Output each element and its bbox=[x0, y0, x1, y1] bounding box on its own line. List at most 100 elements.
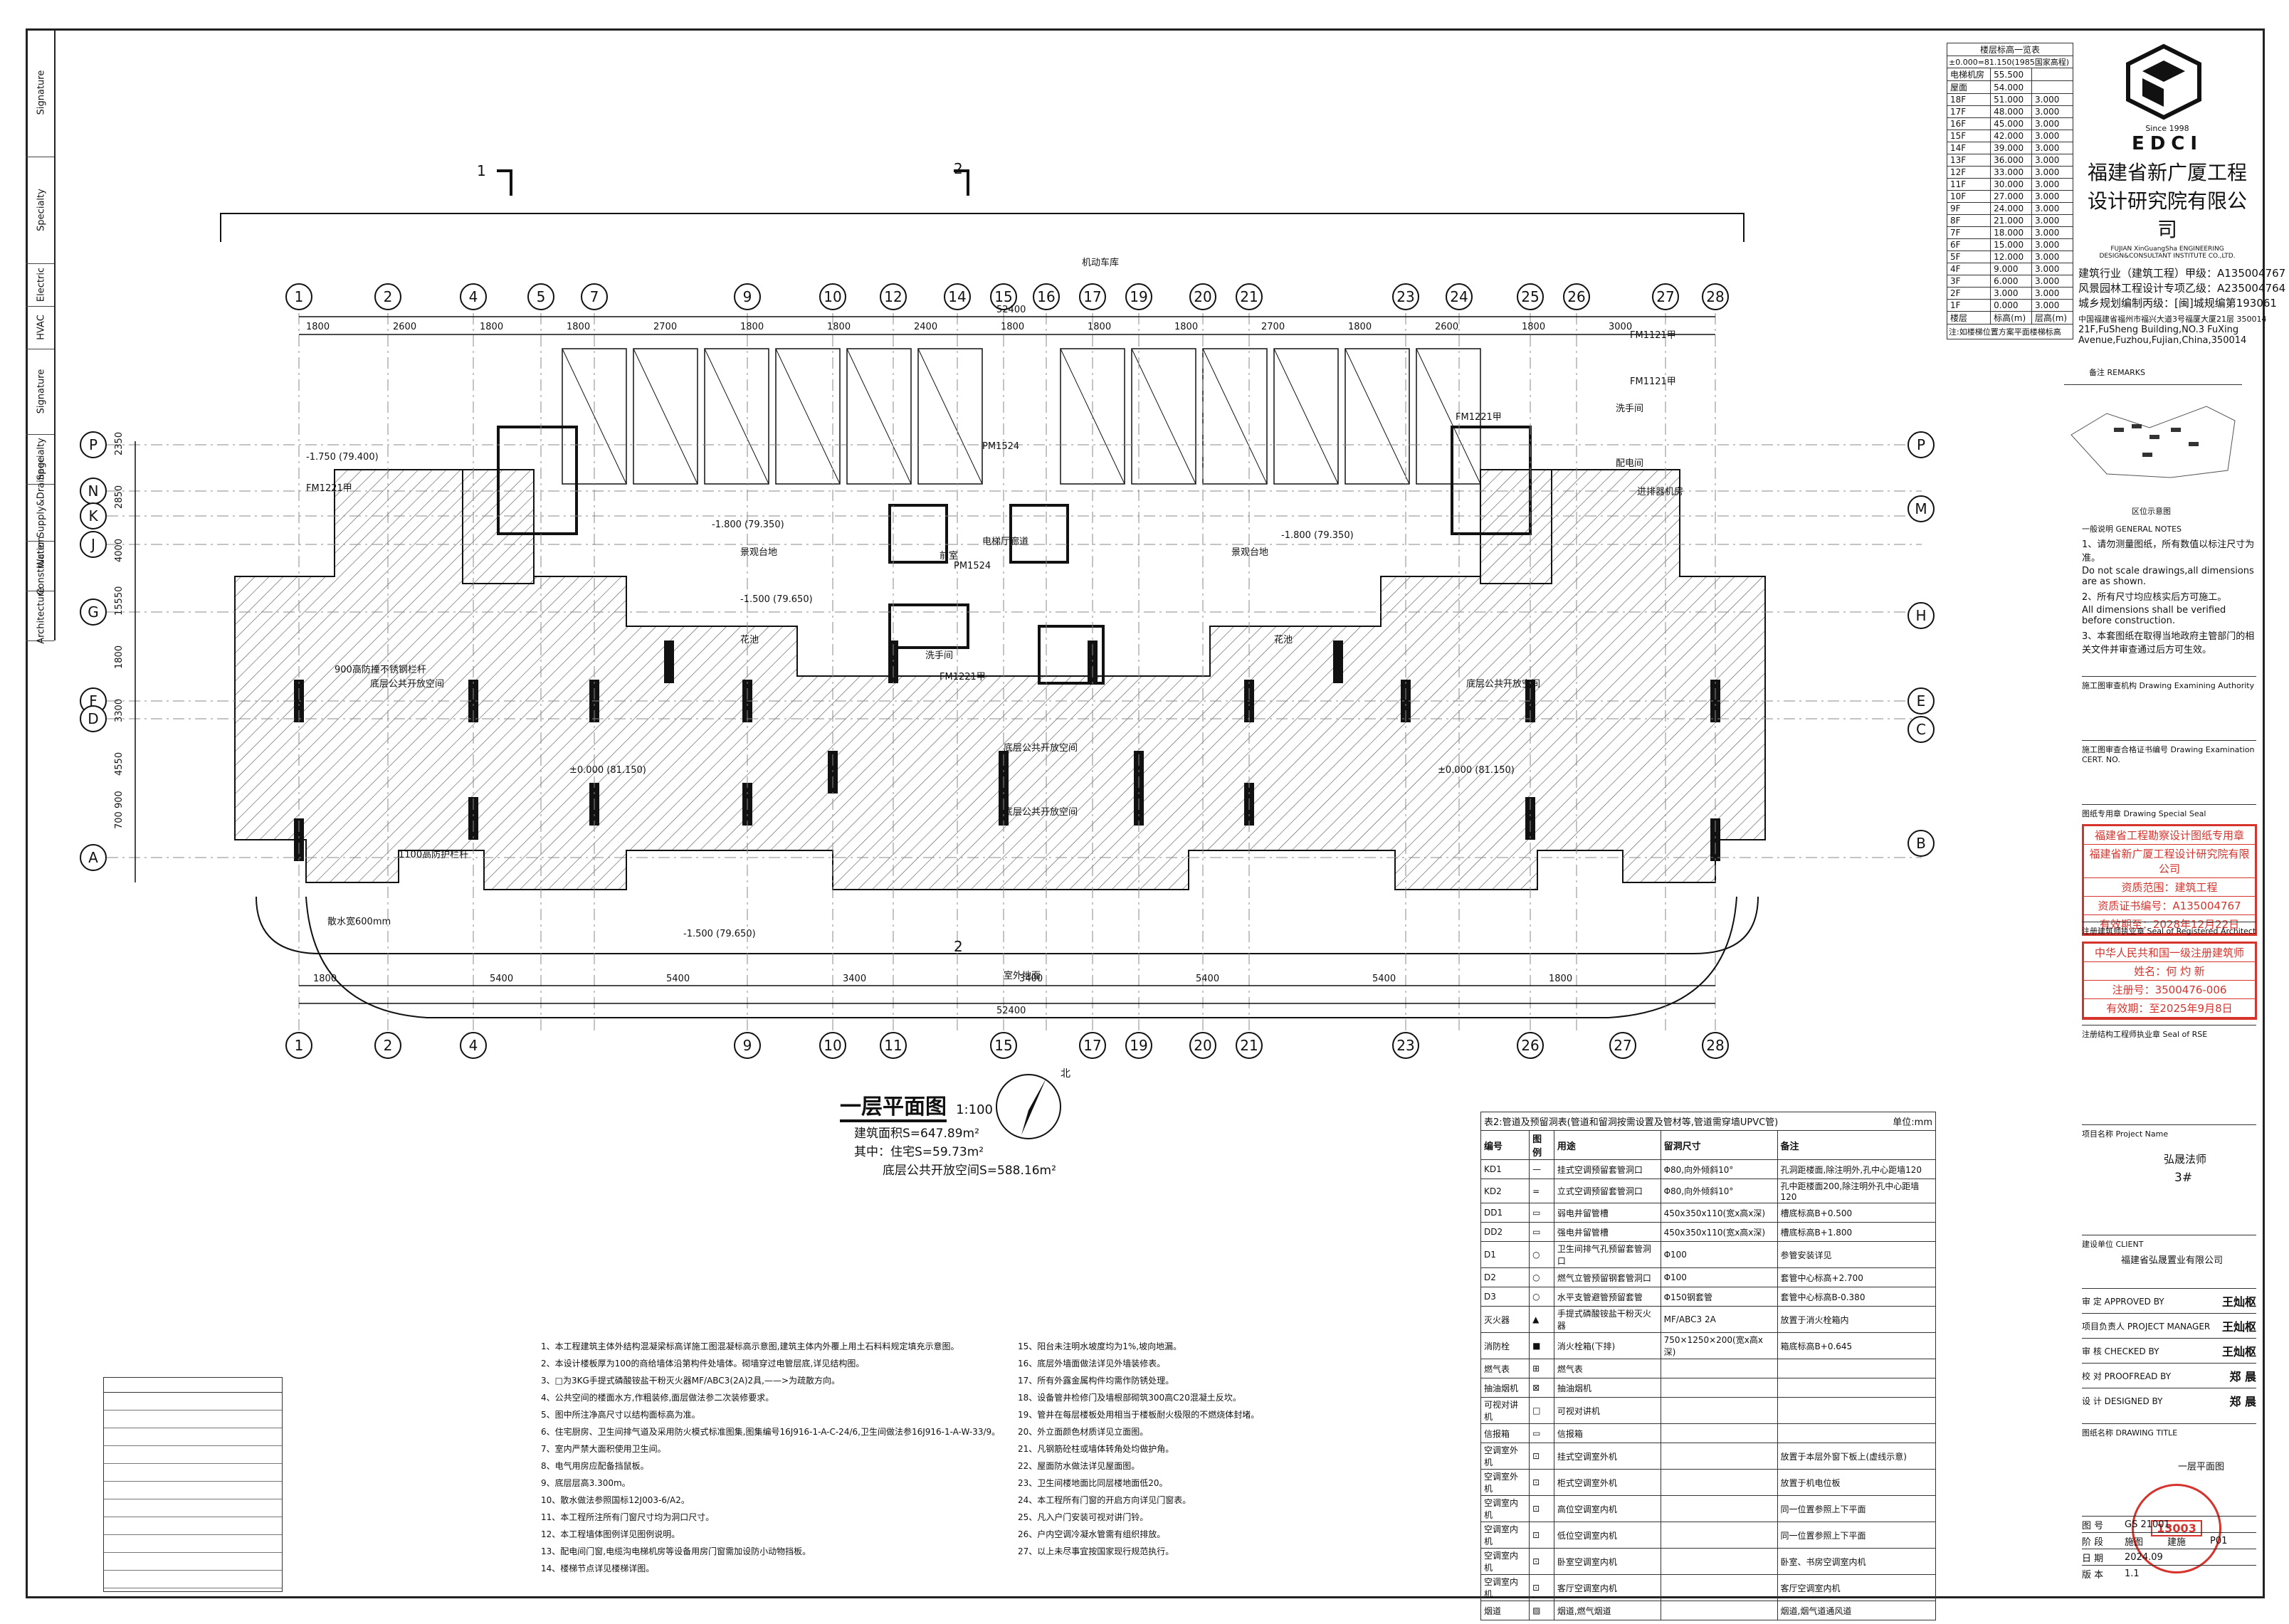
parking-bay bbox=[1060, 348, 1125, 485]
grid-label-16: 16 bbox=[1033, 283, 1060, 310]
project-name-label: 项目名称 Project Name bbox=[2082, 1124, 2256, 1139]
dim-top: 1800 bbox=[1522, 322, 1546, 332]
note-line: 3、□为3KG手提式磷酸铵盐干粉灭火器MF/ABC3(2A)2具,——>为疏散方… bbox=[541, 1376, 841, 1386]
company-since: Since 1998 bbox=[2145, 124, 2189, 133]
parking-bay bbox=[704, 348, 769, 485]
plan-label: ±0.000 (81.150) bbox=[569, 765, 646, 776]
column bbox=[1525, 797, 1535, 840]
client-label: 建设单位 CLIENT bbox=[2082, 1235, 2256, 1250]
client-name: 福建省弘晟置业有限公司 bbox=[2121, 1255, 2224, 1266]
plan-label: PM1524 bbox=[982, 441, 1020, 452]
grid-label-D: D bbox=[80, 705, 107, 732]
plan-label: 900高防撞不锈钢栏杆 bbox=[335, 665, 426, 675]
plan-label: ±0.000 (81.150) bbox=[1438, 765, 1515, 776]
grid-label-5: 5 bbox=[527, 283, 554, 310]
legend-title: 表2:管道及预留洞表(管道和留洞按需设置及管材等,管道需穿墙UPVC管) bbox=[1484, 1117, 1779, 1128]
building-no: 3# bbox=[2174, 1171, 2193, 1185]
plan-label: 景观台地 bbox=[1231, 547, 1269, 558]
general-note: Do not scale drawings,all dimensions are… bbox=[2082, 566, 2254, 587]
floor-plan bbox=[107, 169, 1922, 1032]
revision-row bbox=[104, 1392, 282, 1411]
seal-label: 图纸专用章 Drawing Special Seal bbox=[2082, 804, 2256, 819]
note-line: 23、卫生间楼地面比同层楼地面低20。 bbox=[1018, 1478, 1168, 1488]
parking-bay bbox=[775, 348, 841, 485]
plan-scale: 1:100 bbox=[956, 1102, 993, 1117]
revision-row bbox=[104, 1445, 282, 1464]
legend-row: 空调室外机⊡挂式空调室外机放置于本层外窗下板上(虚线示意) bbox=[1480, 1443, 1937, 1470]
dim-top: 1800 bbox=[306, 322, 330, 332]
revision-row bbox=[104, 1570, 282, 1588]
role-label: 审 定 APPROVED BY bbox=[2082, 1296, 2164, 1307]
plan-label: 机动车库 bbox=[1082, 258, 1120, 268]
dim-top: 3000 bbox=[1609, 322, 1633, 332]
dim-left: 2850 bbox=[114, 485, 125, 509]
legend-row: 可视对讲机□可视对讲机 bbox=[1480, 1397, 1937, 1424]
grid-label-bottom-26: 26 bbox=[1517, 1032, 1544, 1059]
plan-label: 洗手间 bbox=[1616, 404, 1644, 414]
parking-bay bbox=[1345, 348, 1410, 485]
note-line: 1、本工程建筑主体外结构混凝梁标高详施工图混凝标高示意图,建筑主体内外覆上用土石… bbox=[541, 1341, 959, 1351]
terrace-right bbox=[1480, 469, 1552, 584]
general-notes-middle: 15、阳台未注明水坡度均为1%,坡向地漏。16、底层外墙面做法详见外墙装修表。1… bbox=[1018, 1338, 1473, 1560]
grid-label-bottom-4: 4 bbox=[460, 1032, 487, 1059]
dim-top: 2600 bbox=[1435, 322, 1459, 332]
company-cert-1: 建筑行业（建筑工程）甲级：A135004767 bbox=[2078, 267, 2286, 280]
company-name-2: 设计研究院有限公司 bbox=[2087, 189, 2247, 241]
grid-label-bottom-1: 1 bbox=[285, 1032, 312, 1059]
section-label-2: 2 bbox=[954, 160, 963, 177]
dim-top: 1800 bbox=[1088, 322, 1112, 332]
grid-label-26: 26 bbox=[1563, 283, 1590, 310]
seal-line: 注册号：3500476-006 bbox=[2084, 981, 2255, 999]
dim-left: 2350 bbox=[114, 431, 125, 455]
plan-label: -1.500 (79.650) bbox=[740, 594, 813, 605]
plan-label: 前室 bbox=[940, 551, 959, 561]
legend-row: 消防栓■消火栓箱(下排)750×1250×200(宽x高x深)箱底标高B+0.6… bbox=[1480, 1332, 1937, 1359]
grid-label-1: 1 bbox=[285, 283, 312, 310]
grid-label-bottom-21: 21 bbox=[1236, 1032, 1263, 1059]
grid-label-N: N bbox=[80, 478, 107, 505]
grid-label-21: 21 bbox=[1236, 283, 1263, 310]
note-line: 11、本工程所注所有门窗尺寸均为洞口尺寸。 bbox=[541, 1512, 715, 1522]
project-name: 弘晟法师 bbox=[2164, 1153, 2207, 1166]
strip-cell: Electric bbox=[26, 263, 54, 307]
dim-top: 2700 bbox=[1261, 322, 1285, 332]
legend-row: 空调室内机⊡卧室空调室内机卧室、书房空调室内机 bbox=[1480, 1548, 1937, 1575]
role-signature: 郑 晨 bbox=[2229, 1395, 2256, 1408]
plan-label: 底层公共开放空间 bbox=[1004, 743, 1078, 754]
plan-label: 室外地面 bbox=[1004, 971, 1041, 981]
section-mark-1 bbox=[497, 169, 512, 196]
plan-label: -1.500 (79.650) bbox=[683, 929, 756, 939]
strip-cell: Signature bbox=[26, 28, 54, 157]
column bbox=[1710, 818, 1720, 861]
revision-row bbox=[104, 1463, 282, 1482]
revision-row bbox=[104, 1552, 282, 1571]
legend-row: 信报箱▭信报箱 bbox=[1480, 1423, 1937, 1443]
dim-top: 2700 bbox=[653, 322, 678, 332]
grid-label-bottom-20: 20 bbox=[1189, 1032, 1216, 1059]
note-line: 9、底层层高3.300m。 bbox=[541, 1478, 631, 1488]
legend-row: 烟道▨烟道,燃气烟道烟道,烟气道通风道 bbox=[1480, 1601, 1937, 1620]
parking-bay bbox=[1273, 348, 1339, 485]
note-line: 5、图中所注净高尺寸以结构面标高为准。 bbox=[541, 1410, 700, 1420]
plan-label: 景观台地 bbox=[740, 547, 778, 558]
plan-label: -1.750 (79.400) bbox=[306, 452, 379, 463]
general-note: 1、请勿测量图纸，所有数值以标注尺寸为准。 bbox=[2082, 539, 2255, 564]
company-name-1: 福建省新广厦工程 bbox=[2087, 161, 2247, 184]
note-line: 26、户内空调冷凝水管需有组织排放。 bbox=[1018, 1529, 1166, 1539]
note-line: 16、底层外墙面做法详见外墙装修表。 bbox=[1018, 1359, 1166, 1369]
dim-left: 4000 bbox=[114, 538, 125, 562]
grid-label-10: 10 bbox=[819, 283, 846, 310]
design-seal-stamp: 福建省工程勘察设计图纸专用章福建省新广厦工程设计研究院有限公司资质范围：建筑工程… bbox=[2082, 824, 2257, 936]
legend-row: 空调室内机⊡高位空调室内机同一位置参照上下平面 bbox=[1480, 1495, 1937, 1522]
